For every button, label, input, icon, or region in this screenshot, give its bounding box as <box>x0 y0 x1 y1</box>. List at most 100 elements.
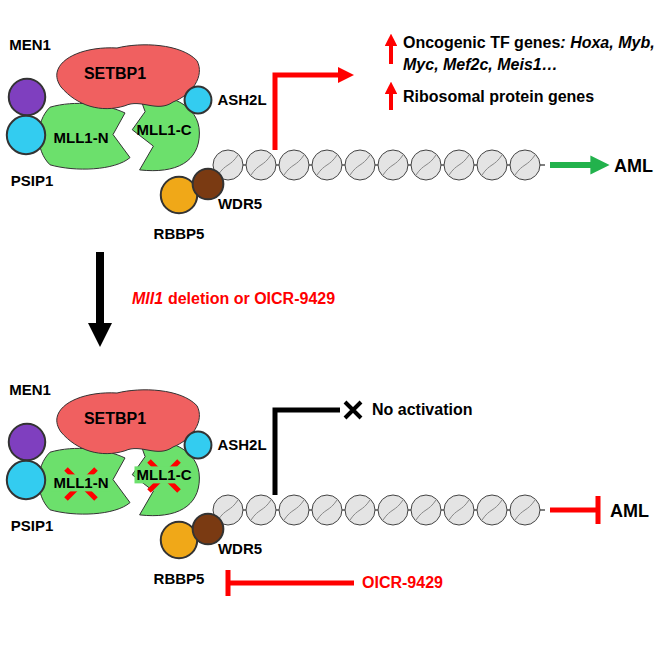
protein-domain: MLL1-C <box>112 437 204 519</box>
nucleosome <box>378 150 408 180</box>
down-arrow <box>96 252 104 335</box>
dna-wrap <box>515 500 535 520</box>
nucleosome <box>279 150 309 180</box>
nucleosome <box>510 495 540 525</box>
protein-blob: SETBP1 <box>45 387 205 462</box>
protein-name: MLL1-C <box>135 466 194 483</box>
dna-wrap <box>482 155 502 175</box>
protein-name: MLL1-N <box>52 474 111 491</box>
dna-wrap <box>284 155 304 175</box>
label-text: AML <box>610 501 649 521</box>
label-text: OICR-9429 <box>362 574 443 591</box>
dna-wrap <box>416 500 436 520</box>
protein-name: MEN1 <box>9 381 51 398</box>
label-text: Mll1 <box>132 290 163 307</box>
protein-circle: MEN1 <box>8 423 46 461</box>
protein-name: MLL1-C <box>137 121 192 138</box>
dna-wrap <box>251 500 271 520</box>
protein-name: WDR5 <box>218 195 262 212</box>
nucleosome <box>411 150 441 180</box>
blocked-arrow <box>275 410 340 495</box>
circle-outline <box>6 460 46 500</box>
protein-circle: ASH2L <box>184 86 212 114</box>
treatment-label: Mll1 deletion or OICR-9429 <box>132 288 335 310</box>
protein-name: PSIP1 <box>11 172 54 189</box>
circle-outline <box>184 431 212 459</box>
dna-wrap <box>482 500 502 520</box>
inhibitor-label: OICR-9429 <box>362 572 443 594</box>
activation-arrow <box>275 75 346 150</box>
label-text: Ribosomal protein genes <box>403 88 594 105</box>
inhibition-line <box>550 496 598 524</box>
nucleosome <box>345 150 375 180</box>
circle-outline <box>160 521 198 559</box>
protein-name: RBBP5 <box>154 225 205 242</box>
dna-wrap <box>317 155 337 175</box>
dna-wrap <box>218 500 238 520</box>
protein-blob: SETBP1 <box>45 42 205 117</box>
nucleosome <box>411 495 441 525</box>
nucleosome <box>345 495 375 525</box>
protein-circle: PSIP1 <box>6 460 46 500</box>
protein-name: RBBP5 <box>154 570 205 587</box>
protein-circle: RBBP5 <box>160 521 198 559</box>
dna-wrap <box>383 155 403 175</box>
dna-wrap <box>350 155 370 175</box>
gene-list: Oncogenic TF genes: Hoxa, Myb, Myc, Mef2… <box>403 32 659 77</box>
protein-circle: WDR5 <box>192 513 224 545</box>
nucleosome <box>378 495 408 525</box>
protein-name: MEN1 <box>9 36 51 53</box>
protein-circle: WDR5 <box>192 168 224 200</box>
protein-circle: RBBP5 <box>160 176 198 214</box>
up-arrow <box>389 88 393 110</box>
nucleosome <box>312 150 342 180</box>
nucleosome <box>312 495 342 525</box>
dna-wrap <box>317 500 337 520</box>
circle-outline <box>8 78 46 116</box>
protein-name: MLL1-N <box>54 129 109 146</box>
dna-wrap <box>218 155 238 175</box>
dna-wrap <box>515 155 535 175</box>
status-label: No activation <box>372 399 472 421</box>
label-text: Oncogenic TF genes <box>403 34 560 51</box>
label-text: No activation <box>372 401 472 418</box>
gene-list: Ribosomal protein genes <box>403 86 594 108</box>
nucleosome <box>246 495 276 525</box>
nucleosome-chain <box>213 150 545 525</box>
dna-wrap <box>284 500 304 520</box>
circle-outline <box>6 115 46 155</box>
label-text: AML <box>614 156 653 176</box>
protein-name: PSIP1 <box>11 517 54 534</box>
protein-name: ASH2L <box>217 436 266 453</box>
nucleosome <box>477 150 507 180</box>
nucleosome <box>444 150 474 180</box>
protein-name: WDR5 <box>218 540 262 557</box>
circle-outline <box>184 86 212 114</box>
nucleosome <box>477 495 507 525</box>
green-arrow <box>550 162 600 168</box>
protein-name: SETBP1 <box>84 410 146 428</box>
up-arrow <box>389 40 393 64</box>
nucleosome <box>510 150 540 180</box>
dna-wrap <box>449 155 469 175</box>
inhibition-line <box>228 570 354 596</box>
protein-name: ASH2L <box>217 91 266 108</box>
dna-wrap <box>449 500 469 520</box>
protein-circle: PSIP1 <box>6 115 46 155</box>
nucleosome <box>444 495 474 525</box>
dna-wrap <box>350 500 370 520</box>
protein-domain: MLL1-N <box>35 445 135 517</box>
protein-domain: MLL1-N <box>35 100 135 172</box>
protein-name: SETBP1 <box>84 65 146 83</box>
dna-wrap <box>251 155 271 175</box>
circle-outline <box>192 513 224 545</box>
dna-wrap <box>383 500 403 520</box>
block-cross <box>345 402 361 418</box>
outcome-label: AML <box>614 154 653 179</box>
outcome-label: AML <box>610 499 649 524</box>
label-text: deletion or OICR-9429 <box>168 290 335 307</box>
protein-domain: MLL1-C <box>112 92 204 174</box>
protein-circle: MEN1 <box>8 78 46 116</box>
dna-wrap <box>416 155 436 175</box>
